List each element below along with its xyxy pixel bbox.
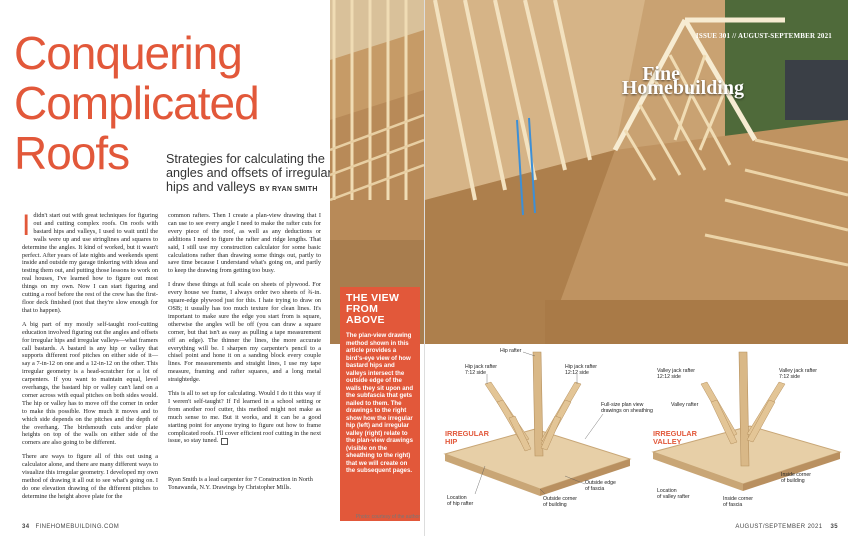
drop-cap: I: [22, 209, 31, 242]
issue-date: AUGUST/SEPTEMBER 2021: [735, 524, 823, 530]
body-column-2: common rafters. Then I create a plan-vie…: [168, 212, 321, 451]
site-name: FINEHOMEBUILDING.COM: [35, 524, 120, 530]
paragraph: There are ways to figure all of this out…: [22, 453, 158, 500]
title-line-2: Complicated: [14, 77, 260, 129]
page-number-left: 34: [22, 524, 30, 530]
end-mark-icon: [221, 437, 229, 445]
right-page: ISSUE 301 // AUGUST-SEPTEMBER 2021 Fine …: [425, 0, 848, 536]
title-line-1: Conquering: [14, 27, 243, 79]
paragraph: A big part of my mostly self-taught roof…: [22, 320, 158, 447]
framing-photo-left: [330, 0, 424, 344]
photo-left-portion: [330, 0, 424, 344]
folio-left: 34 FINEHOMEBUILDING.COM: [22, 524, 119, 530]
photo-right-portion: [425, 0, 848, 344]
left-page: Conquering Complicated Roofs Strategies …: [14, 0, 425, 536]
masthead-line-2: Homebuilding: [621, 77, 744, 99]
author-bio: Ryan Smith is a lead carpenter for 7 Con…: [168, 476, 313, 491]
paragraph: This is all to set up for calculating. W…: [168, 390, 321, 445]
deck-text: Strategies for calculating the angles an…: [166, 152, 332, 194]
sidebar-heading: THE VIEW FROM ABOVE: [346, 292, 400, 326]
issue-line: ISSUE 301 // AUGUST-SEPTEMBER 2021: [695, 32, 832, 40]
title-line-3: Roofs: [14, 127, 130, 179]
sidebar-view-from-above: THE VIEW FROM ABOVE The plan-view drawin…: [340, 287, 420, 521]
folio-right: AUGUST/SEPTEMBER 2021 35: [735, 524, 838, 530]
article-title: Conquering Complicated Roofs: [14, 27, 260, 179]
roof-framing-photo: [425, 0, 848, 344]
paragraph: common rafters. Then I create a plan-vie…: [168, 212, 321, 275]
article-deck: Strategies for calculating the angles an…: [166, 152, 344, 197]
label-valley-rafter: Valley rafter: [671, 402, 699, 408]
masthead-line-1: Fine: [642, 63, 680, 85]
paragraph: I draw these things at full scale on she…: [168, 281, 321, 384]
byline: BY RYAN SMITH: [259, 186, 318, 193]
photo-credit: Photo: courtesy of the author: [355, 514, 420, 520]
sidebar-body: The plan-view drawing method shown in th…: [346, 332, 414, 474]
diagram-illustration: [443, 351, 842, 496]
page-number-right: 35: [830, 524, 838, 530]
label-hip-rafter: Hip rafter: [500, 348, 522, 354]
